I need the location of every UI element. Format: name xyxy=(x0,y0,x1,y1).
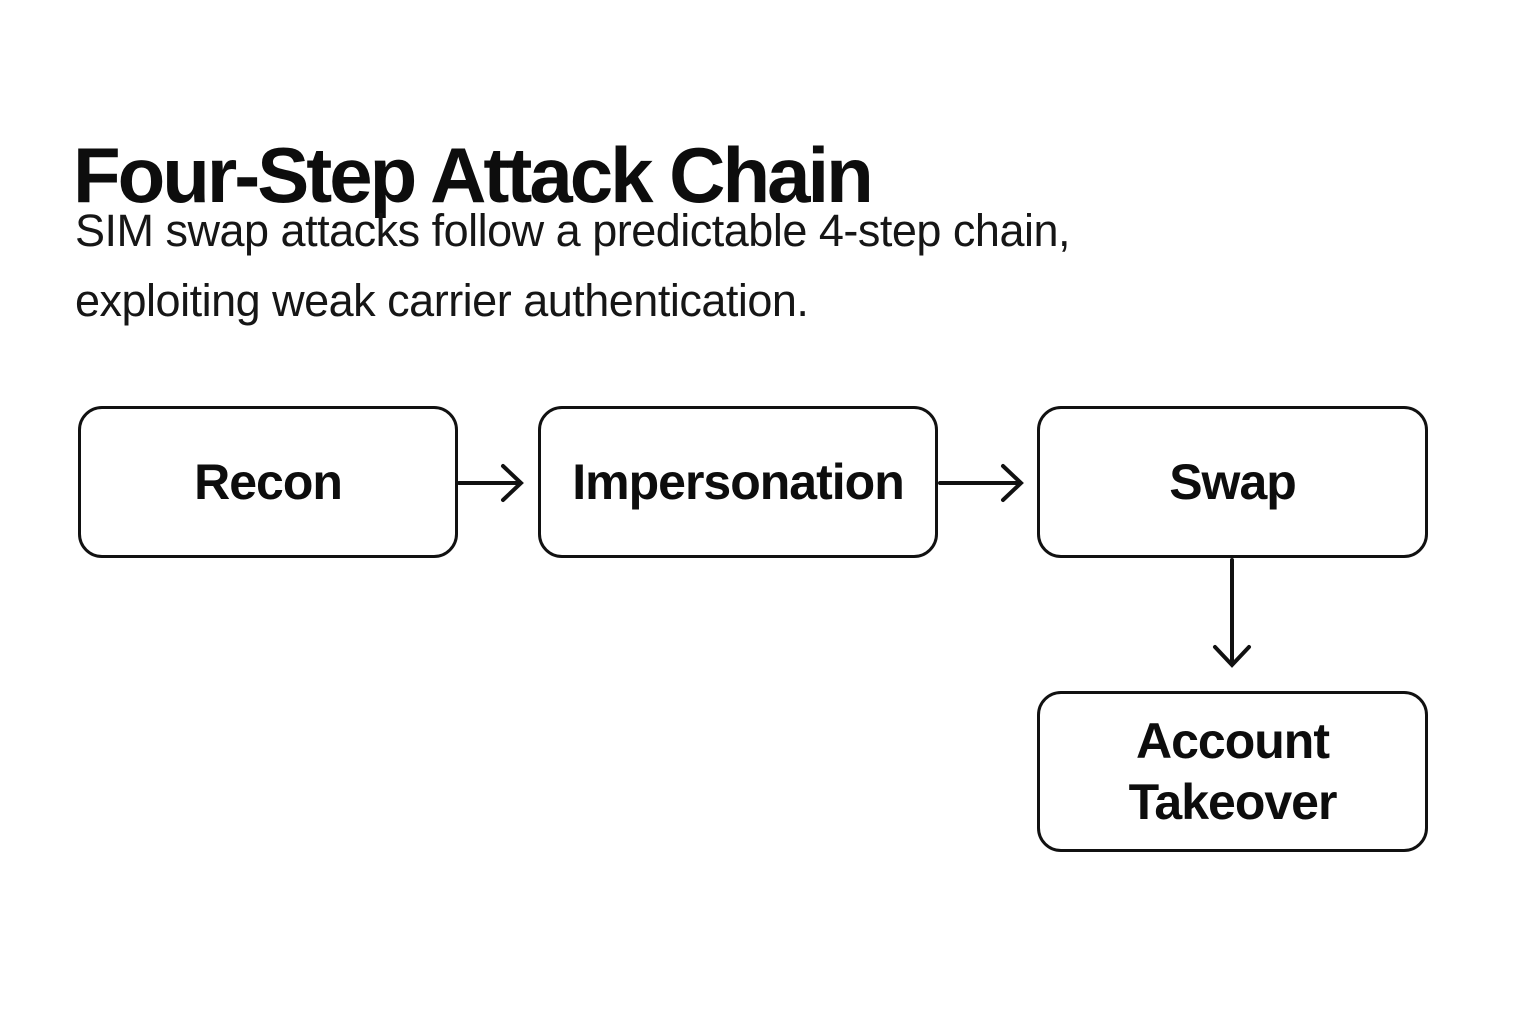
node-account-takeover: Account Takeover xyxy=(1037,691,1428,852)
page-title: Four-Step Attack Chain xyxy=(73,131,874,220)
node-swap-label: Swap xyxy=(1169,453,1297,510)
arrow-impersonation-to-swap xyxy=(938,464,1024,502)
node-recon: Recon xyxy=(78,406,458,558)
node-impersonation-label: Impersonation xyxy=(572,453,904,510)
subtitle-line-2: exploiting weak carrier authentication. xyxy=(75,275,809,326)
subtitle-line-1: SIM swap attacks follow a predictable 4-… xyxy=(75,205,1071,256)
arrow-recon-to-impersonation xyxy=(457,464,524,502)
node-account-takeover-label: Account Takeover xyxy=(1128,712,1338,830)
node-impersonation: Impersonation xyxy=(538,406,938,558)
page-subtitle: SIM swap attacks follow a predictable 4-… xyxy=(75,196,1071,336)
node-recon-label: Recon xyxy=(194,453,343,510)
node-swap: Swap xyxy=(1037,406,1428,558)
arrow-swap-to-account-takeover xyxy=(1213,558,1251,668)
